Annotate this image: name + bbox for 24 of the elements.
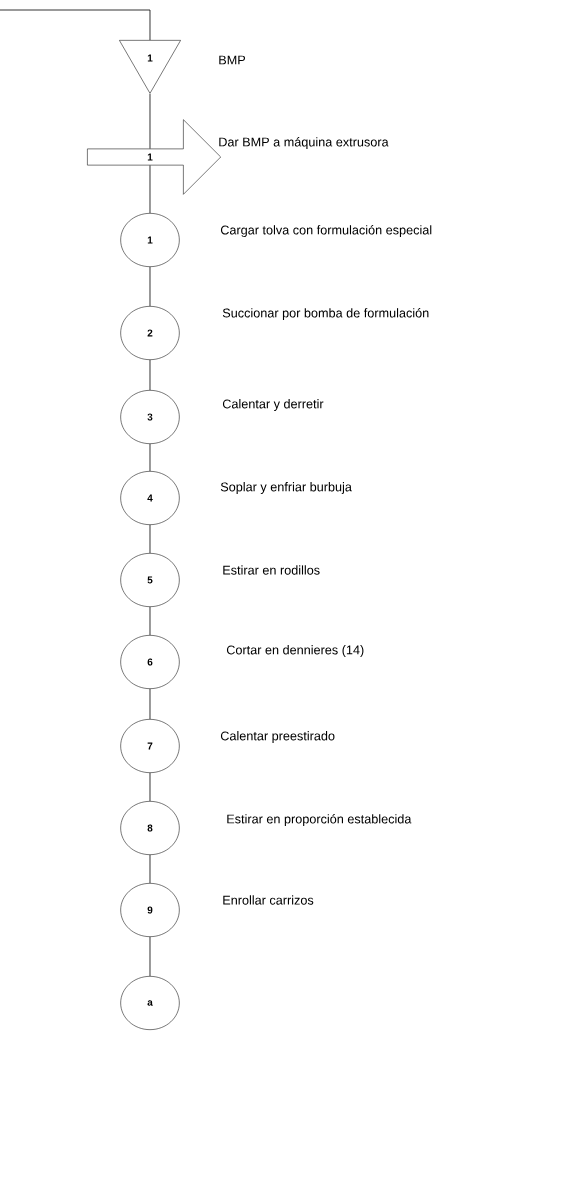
connector-line xyxy=(149,359,151,391)
connector-line xyxy=(149,266,151,307)
step-label: BMP xyxy=(219,55,246,65)
step-label: Calentar y derretir xyxy=(222,399,324,411)
step-label: Cortar en dennieres (14) xyxy=(226,645,364,657)
step-label: Soplar y enfriar burbuja xyxy=(220,482,352,494)
step-label: Estirar en rodillos xyxy=(223,565,320,575)
step-label: Calentar preestirado xyxy=(220,731,335,743)
connector-line xyxy=(149,688,151,720)
connector-line xyxy=(149,93,151,149)
step-label: Dar BMP a máquina extrusora xyxy=(219,137,389,149)
connector-line xyxy=(149,936,151,977)
connector-line xyxy=(149,524,151,554)
step-label: Cargar tolva con formulación especial xyxy=(220,225,432,237)
step-label: Succionar por bomba de formulación xyxy=(222,308,429,320)
connector-line xyxy=(149,165,151,214)
step-label: Enrollar carrizos xyxy=(223,895,314,905)
connector-line xyxy=(149,443,151,472)
connector-line xyxy=(149,606,151,636)
step-label: Estirar en proporción establecida xyxy=(227,814,412,826)
storage-triangle: 1 xyxy=(119,40,181,94)
connector-line xyxy=(149,854,151,884)
connector-line xyxy=(149,772,151,802)
connector-line xyxy=(0,9,151,41)
